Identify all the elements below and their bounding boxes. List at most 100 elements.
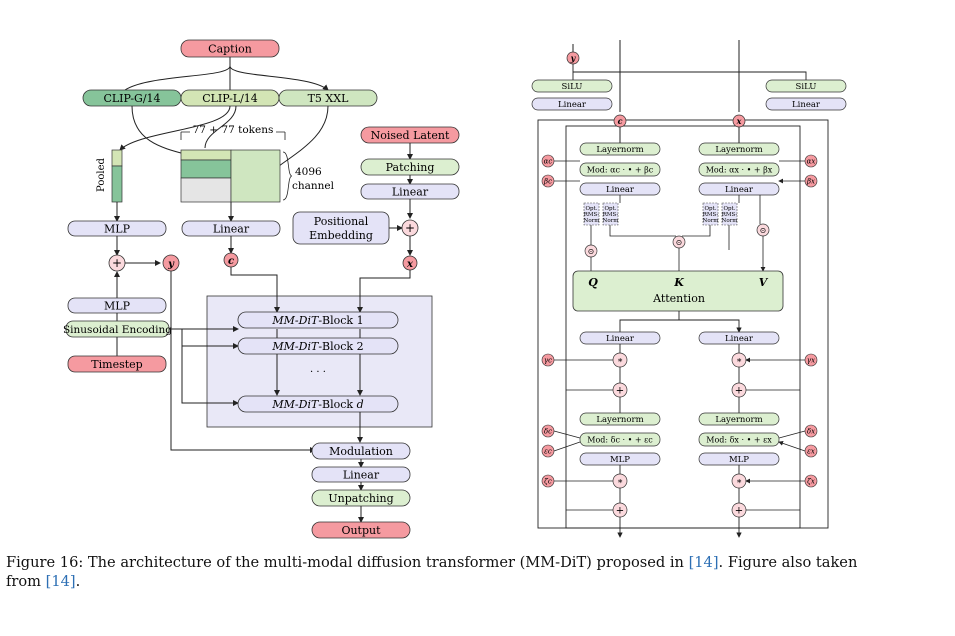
tokens-label: 77 + 77 tokens <box>193 124 274 136</box>
x-node-label: x <box>406 259 414 270</box>
r-silu-left: SiLU <box>562 82 583 92</box>
patching-label: Patching <box>386 161 435 174</box>
r-v-label: V <box>759 276 769 289</box>
figure-caption: Figure 16: The architecture of the multi… <box>6 553 951 591</box>
block-2-label: MM-DiT-Block 2 <box>271 340 363 353</box>
caption-text-1: Figure 16: The architecture of the multi… <box>6 554 689 571</box>
r-linear-x: Linear <box>725 185 754 195</box>
r-layernorm-c: Layernorm <box>596 145 643 155</box>
modulation-label: Modulation <box>329 445 393 458</box>
r-alpha-x: αx <box>807 158 816 166</box>
plus-glyph: + <box>112 256 122 270</box>
r-mod2-c: Mod: δc · • + εc <box>587 436 653 445</box>
mult-glyph: ∗ <box>617 477 623 487</box>
clip-g-label: CLIP-G/14 <box>103 92 160 105</box>
linear-c-label: Linear <box>213 223 250 236</box>
r-mod-c: Mod: αc · • + βc <box>587 166 654 175</box>
r-silu-right: SiLU <box>796 82 817 92</box>
r-c-node: c <box>618 116 623 126</box>
r-alpha-c: αc <box>544 158 553 166</box>
mlp-top-label: MLP <box>104 223 131 236</box>
caption-ref-link-2[interactable]: [14] <box>45 573 76 590</box>
r-mlp-c: MLP <box>610 455 630 465</box>
output-label: Output <box>341 524 381 537</box>
plus-glyph: + <box>405 221 415 235</box>
noised-latent-label: Noised Latent <box>371 129 450 142</box>
y-node-label: y <box>167 259 175 270</box>
positional-label-2: Embedding <box>309 229 373 242</box>
r-attention-label: Attention <box>652 292 705 305</box>
linear-x-label: Linear <box>392 186 429 199</box>
caption-text-3: from <box>6 573 46 590</box>
mlp-bottom-label: MLP <box>104 300 131 313</box>
r-layernorm2-c: Layernorm <box>596 415 643 425</box>
plus-glyph: + <box>616 386 624 397</box>
unpatching-label: Unpatching <box>328 492 393 505</box>
concat-glyph: ⊙ <box>760 226 767 235</box>
channel-number: 4096 <box>295 166 322 178</box>
mmdit-architecture-diagram: Caption CLIP-G/14 CLIP-L/14 T5 XXL 77 + … <box>63 39 847 539</box>
plus-glyph: + <box>735 386 743 397</box>
r-zeta-x: ζx <box>807 478 815 486</box>
mult-glyph: ∗ <box>736 477 742 487</box>
r-q-label: Q <box>588 276 598 289</box>
sinusoidal-label: Sinusoidal Encoding <box>63 324 172 336</box>
block-d-label: MM-DiT-Block d <box>271 398 363 411</box>
r-linear-top-left: Linear <box>558 100 587 110</box>
caption-text-4: . <box>75 573 81 590</box>
r-beta-c: βc <box>543 178 552 186</box>
r-eps-c: εc <box>544 448 552 456</box>
r-beta-x: βx <box>806 178 815 186</box>
rms-x1-l1: Opt. <box>705 206 717 212</box>
mult-glyph: ∗ <box>617 356 623 366</box>
r-linear-mid-c: Linear <box>606 334 635 344</box>
rms-x1-l3: Norm <box>703 218 720 224</box>
r-delta-x: δx <box>807 428 815 436</box>
right-diagram: y SiLU Linear SiLU Linear c x Layernorm … <box>531 40 847 538</box>
rms-c2-l2: RMS- <box>603 212 619 218</box>
r-gamma-c: γc <box>544 357 552 365</box>
r-y-node: y <box>570 53 577 63</box>
rms-c2-l1: Opt. <box>605 206 617 212</box>
rms-x2-l1: Opt. <box>724 206 736 212</box>
clip-l-label: CLIP-L/14 <box>202 92 258 105</box>
positional-label-1: Positional <box>314 215 369 228</box>
mult-glyph: ∗ <box>736 356 742 366</box>
r-zeta-c: ζc <box>544 478 552 486</box>
plus-glyph: + <box>735 506 743 517</box>
r-gamma-x: γx <box>807 357 815 365</box>
rms-x1-l2: RMS- <box>703 212 719 218</box>
timestep-label: Timestep <box>91 358 142 371</box>
rms-c1-l1: Opt. <box>586 206 598 212</box>
rms-c1-l2: RMS- <box>584 212 600 218</box>
linear-out-label: Linear <box>343 469 380 482</box>
c-node-label: c <box>228 256 234 267</box>
r-delta-c: δc <box>544 428 552 436</box>
r-linear-top-right: Linear <box>792 100 821 110</box>
concat-glyph: ⊙ <box>676 238 683 247</box>
r-linear-c: Linear <box>606 185 635 195</box>
t5-label: T5 XXL <box>308 92 349 105</box>
caption-text-2: . Figure also taken <box>718 554 858 571</box>
r-k-label: K <box>673 276 684 289</box>
r-mod2-x: Mod: δx · • + εx <box>706 436 772 445</box>
rms-x2-l2: RMS- <box>722 212 738 218</box>
r-layernorm-x: Layernorm <box>715 145 762 155</box>
rms-x2-l3: Norm <box>722 218 739 224</box>
r-mlp-x: MLP <box>729 455 749 465</box>
caption-ref-link[interactable]: [14] <box>688 554 719 571</box>
plus-glyph: + <box>616 506 624 517</box>
r-x-node: x <box>736 116 742 126</box>
r-linear-mid-x: Linear <box>725 334 754 344</box>
rms-c1-l3: Norm <box>584 218 601 224</box>
caption-box-label: Caption <box>208 43 252 56</box>
r-mod-x: Mod: αx · • + βx <box>706 166 773 175</box>
block-1-label: MM-DiT-Block 1 <box>271 314 363 327</box>
blocks-ellipsis: · · · <box>310 367 326 378</box>
pooled-label: Pooled <box>96 157 107 191</box>
left-diagram: Caption CLIP-G/14 CLIP-L/14 T5 XXL 77 + … <box>63 39 460 539</box>
channel-word: channel <box>292 180 335 192</box>
r-layernorm2-x: Layernorm <box>715 415 762 425</box>
rms-c2-l3: Norm <box>603 218 620 224</box>
concat-glyph: ⊙ <box>588 247 595 256</box>
